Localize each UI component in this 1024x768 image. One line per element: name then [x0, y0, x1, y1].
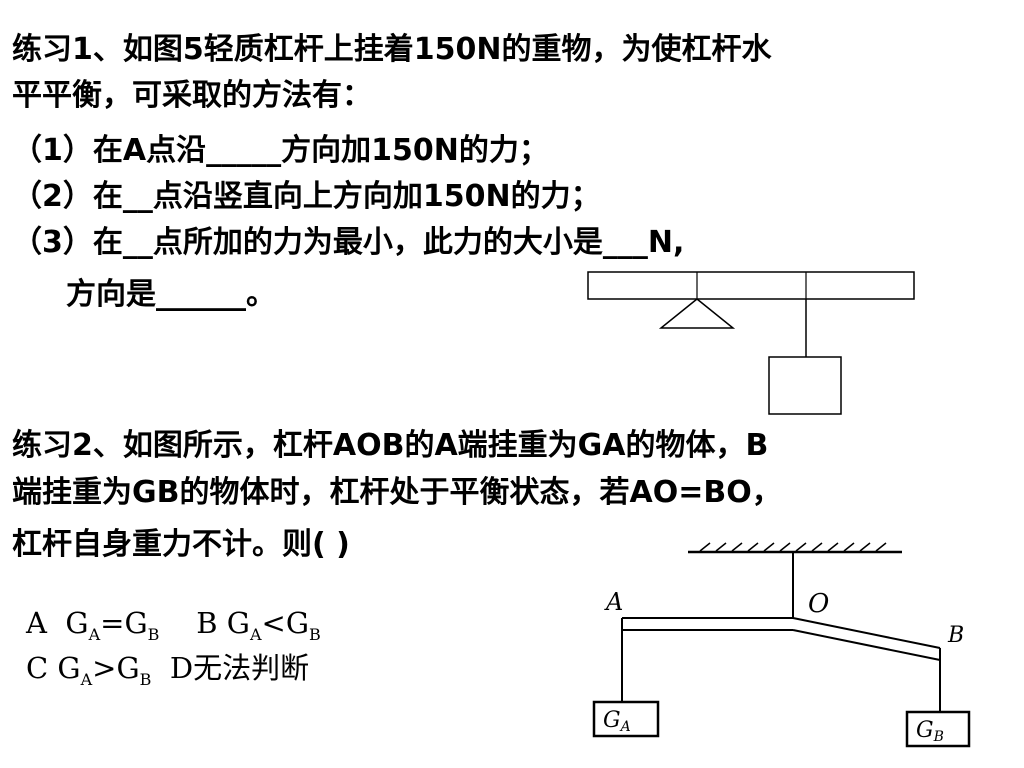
option-b-less: <	[261, 606, 286, 640]
ex2-line-2: 端挂重为GB的物体时，杠杆处于平衡状态，若AO=BO，	[12, 475, 782, 510]
option-b-g2: G	[285, 606, 309, 640]
ex2-line-3: 杠杆自身重力不计。则( )	[12, 527, 350, 562]
option-a-sub1: A	[88, 624, 101, 644]
label-b: B	[947, 623, 964, 648]
option-c-sub1: A	[80, 669, 93, 689]
ex1-line-1: 练习1、如图5轻质杠杆上挂着150N的重物，为使杠杆水	[12, 32, 772, 67]
ex1-line-6: 方向是______。	[66, 277, 276, 312]
lever-bar	[587, 271, 915, 300]
arm-ob-top	[792, 617, 941, 649]
option-c-greater: >	[92, 651, 117, 685]
fulcrum-triangle	[658, 298, 736, 329]
weight-box-gb	[905, 710, 971, 748]
option-b-sub1: A	[249, 624, 262, 644]
ceiling-hatch	[699, 542, 887, 552]
option-a-g1: G	[65, 606, 89, 640]
box-ga-label: GA	[603, 708, 631, 735]
option-c-sub2: B	[139, 669, 152, 689]
ex1-line-4: （2）在__点沿竖直向上方向加150N的力；	[12, 179, 601, 214]
option-a-g2: G	[124, 606, 148, 640]
ex1-line-5: （3）在__点所加的力为最小，此力的大小是___N,	[12, 225, 685, 260]
ex1-line-2: 平平衡，可采取的方法有：	[12, 78, 372, 113]
option-a-sub2: B	[147, 624, 160, 644]
option-d-text: D无法判断	[169, 651, 310, 685]
box-ga-g: G	[603, 708, 621, 733]
label-a: A	[604, 588, 623, 616]
weight-box-ga	[592, 700, 660, 738]
label-o: O	[808, 589, 829, 619]
option-c-g1: G	[57, 651, 81, 685]
box-gb-g: G	[916, 718, 934, 743]
option-b-g1: G	[226, 606, 250, 640]
option-b-sub2: B	[309, 624, 321, 644]
option-a-equals: =	[100, 606, 125, 640]
box-gb-label: GB	[916, 718, 944, 745]
option-a-letter: A	[26, 606, 47, 640]
option-cd: C GA>GB D无法判断	[26, 648, 309, 700]
hanging-weight-box	[768, 356, 842, 415]
option-ab: A GA=GB B GA<GB	[26, 603, 321, 655]
option-c-g2: G	[116, 651, 140, 685]
box-ga-sub: A	[619, 719, 631, 735]
option-c-letter: C	[26, 651, 49, 685]
ex2-line-1: 练习2、如图所示，杠杆AOB的A端挂重为GA的物体，B	[12, 428, 769, 463]
option-b-letter: B	[196, 606, 218, 640]
ex1-line-3: （1）在A点沿_____方向加150N的力；	[12, 133, 549, 168]
arm-ob-bottom	[792, 629, 941, 661]
box-gb-sub: B	[933, 729, 944, 745]
